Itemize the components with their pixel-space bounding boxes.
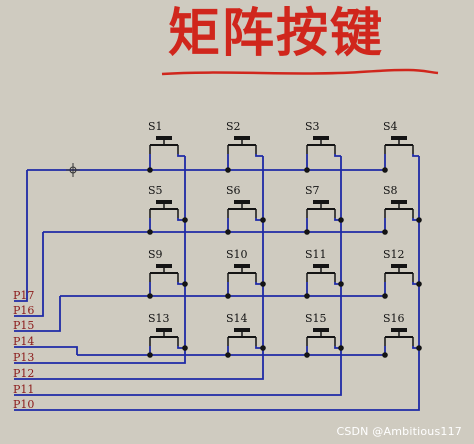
switch-actuator bbox=[156, 328, 172, 332]
junction-dot bbox=[260, 281, 266, 287]
junction-dot bbox=[260, 217, 266, 223]
junction-dot bbox=[147, 167, 153, 173]
switch-actuator bbox=[391, 136, 407, 140]
switch-label-s6: S6 bbox=[226, 184, 241, 197]
junction-dot bbox=[304, 229, 310, 235]
switch-label-s13: S13 bbox=[148, 312, 170, 325]
junction-dot bbox=[338, 217, 344, 223]
switch-label-s16: S16 bbox=[383, 312, 405, 325]
column-wire bbox=[14, 156, 420, 411]
switch-actuator bbox=[391, 328, 407, 332]
column-wire bbox=[14, 156, 186, 364]
junction-dot bbox=[304, 352, 310, 358]
junction-dot bbox=[225, 352, 231, 358]
column-wire bbox=[14, 156, 264, 380]
switch-actuator bbox=[234, 264, 250, 268]
junction-dot bbox=[304, 167, 310, 173]
switch-label-s1: S1 bbox=[148, 120, 163, 133]
junction-dot bbox=[416, 281, 422, 287]
junction-dot bbox=[260, 345, 266, 351]
junction-dot bbox=[225, 229, 231, 235]
junction-dot bbox=[225, 167, 231, 173]
junction-dot bbox=[225, 293, 231, 299]
port-label-p11: P11 bbox=[13, 383, 34, 396]
watermark-text: CSDN @Ambitious117 bbox=[336, 425, 462, 438]
junction-dot bbox=[147, 293, 153, 299]
column-wire bbox=[14, 156, 342, 396]
switch-label-s5: S5 bbox=[148, 184, 163, 197]
switch-actuator bbox=[156, 264, 172, 268]
port-label-p16: P16 bbox=[13, 304, 34, 317]
switch-label-s4: S4 bbox=[383, 120, 398, 133]
switch-label-s3: S3 bbox=[305, 120, 320, 133]
junction-dot bbox=[382, 352, 388, 358]
switch-actuator bbox=[313, 328, 329, 332]
junction-dot bbox=[304, 293, 310, 299]
switch-label-s10: S10 bbox=[226, 248, 248, 261]
port-label-p17: P17 bbox=[13, 289, 34, 302]
switch-label-s14: S14 bbox=[226, 312, 248, 325]
switch-label-s9: S9 bbox=[148, 248, 163, 261]
diagram-title: 矩阵按键 bbox=[168, 3, 385, 64]
switch-column-link bbox=[255, 154, 263, 157]
junction-dot bbox=[147, 229, 153, 235]
junction-dot bbox=[147, 352, 153, 358]
port-label-p13: P13 bbox=[13, 351, 34, 364]
port-label-p15: P15 bbox=[13, 319, 34, 332]
switch-actuator bbox=[234, 136, 250, 140]
junction-dot bbox=[182, 217, 188, 223]
switch-actuator bbox=[313, 200, 329, 204]
port-label-p10: P10 bbox=[13, 398, 34, 411]
port-label-p14: P14 bbox=[13, 335, 34, 348]
switch-label-s11: S11 bbox=[305, 248, 327, 261]
junction-dot bbox=[382, 229, 388, 235]
row-feeder-wire bbox=[14, 346, 78, 355]
row-feeder-wire bbox=[14, 170, 28, 302]
switch-actuator bbox=[391, 264, 407, 268]
junction-dot bbox=[338, 345, 344, 351]
junction-dot bbox=[382, 293, 388, 299]
port-label-p12: P12 bbox=[13, 367, 34, 380]
switch-actuator bbox=[156, 136, 172, 140]
switch-actuator bbox=[156, 200, 172, 204]
switch-label-s8: S8 bbox=[383, 184, 398, 197]
switch-label-s12: S12 bbox=[383, 248, 405, 261]
junction-dot bbox=[338, 281, 344, 287]
title-underline bbox=[161, 68, 439, 76]
row-feeder-wire bbox=[14, 232, 44, 317]
switch-column-link bbox=[334, 154, 341, 157]
switch-actuator bbox=[313, 136, 329, 140]
switch-column-link bbox=[412, 154, 419, 157]
switch-label-s2: S2 bbox=[226, 120, 241, 133]
switch-actuator bbox=[391, 200, 407, 204]
switch-column-link bbox=[177, 154, 185, 157]
row-feeder-wire bbox=[14, 296, 61, 332]
switch-actuator bbox=[234, 200, 250, 204]
junction-dot bbox=[416, 345, 422, 351]
junction-dot bbox=[182, 281, 188, 287]
junction-dot bbox=[382, 167, 388, 173]
switch-label-s15: S15 bbox=[305, 312, 327, 325]
switch-actuator bbox=[234, 328, 250, 332]
switch-label-s7: S7 bbox=[305, 184, 320, 197]
junction-dot bbox=[416, 217, 422, 223]
junction-dot bbox=[182, 345, 188, 351]
switch-actuator bbox=[313, 264, 329, 268]
crosshair-cursor-icon bbox=[69, 166, 77, 174]
